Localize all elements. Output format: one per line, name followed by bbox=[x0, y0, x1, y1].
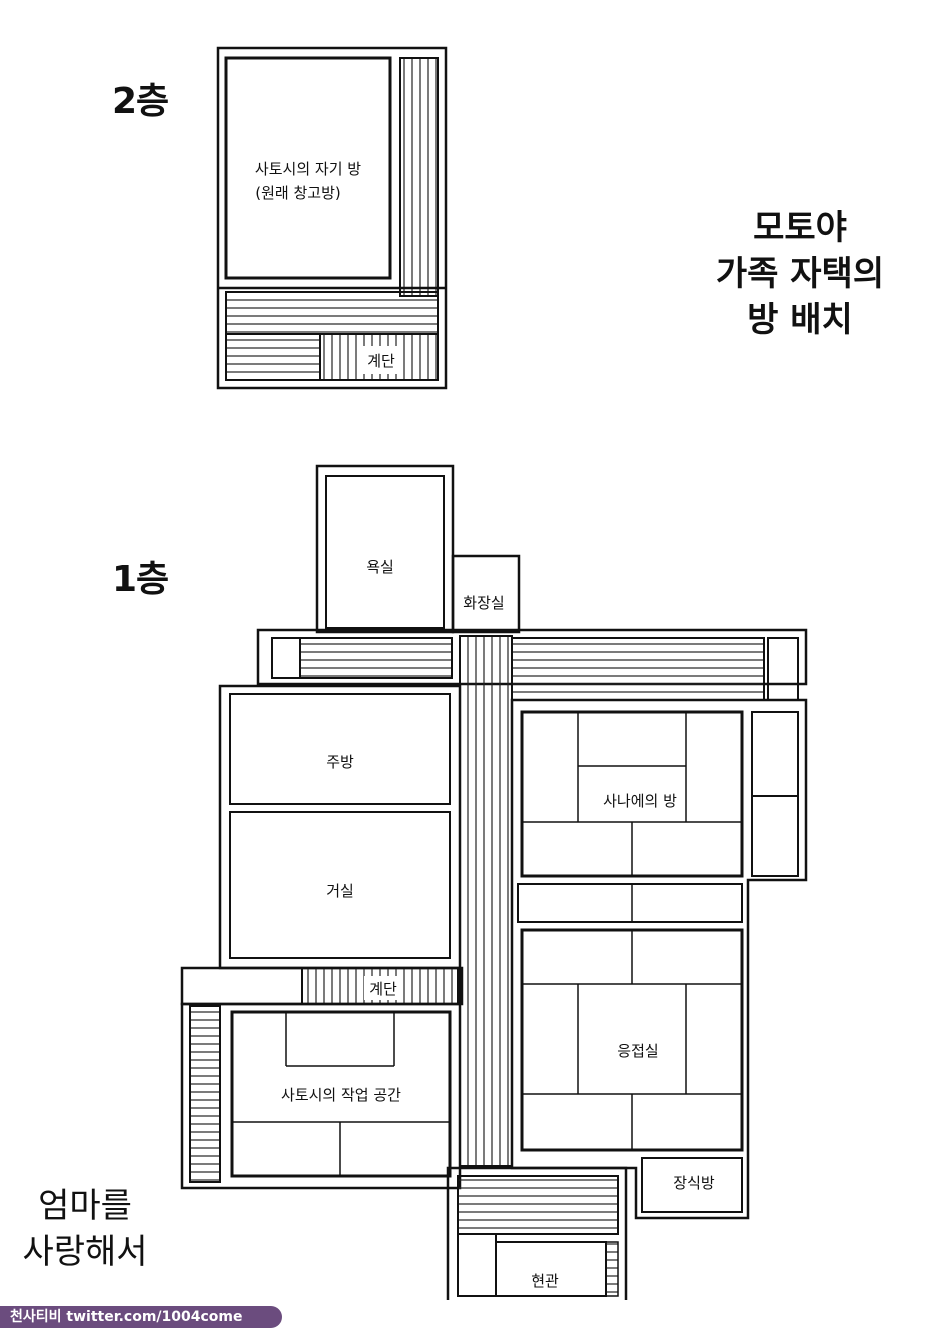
bath bbox=[315, 464, 455, 634]
label-reception: 응접실 bbox=[617, 1042, 658, 1060]
first-floor-plan bbox=[180, 464, 808, 1300]
central-corridor bbox=[459, 635, 513, 1167]
label-satoshi-room: 사토시의 자기 방 bbox=[255, 160, 361, 178]
label-workspace: 사토시의 작업 공간 bbox=[281, 1086, 401, 1104]
caption-line-1: 엄마를 bbox=[38, 1186, 132, 1226]
label-ornament-room: 장식방 bbox=[673, 1174, 715, 1192]
first-floor-label: 1층 bbox=[112, 559, 169, 600]
label-living: 거실 bbox=[326, 882, 354, 900]
label-satoshi-room-note: (원래 창고방) bbox=[255, 184, 340, 202]
label-bath: 욕실 bbox=[366, 558, 394, 576]
ornament-room bbox=[641, 1157, 743, 1213]
floor-plan: 사토시의 자기 방 (원래 창고방) 계단 욕실 화장실 주방 거실 계단 사토… bbox=[180, 46, 808, 1300]
second-floor-label: 2층 bbox=[112, 81, 169, 122]
living bbox=[229, 811, 451, 959]
title-line-3: 방 배치 bbox=[747, 300, 853, 340]
corridor-2f bbox=[399, 57, 439, 297]
satoshi-room bbox=[224, 56, 392, 280]
caption-line-2: 사랑해서 bbox=[22, 1232, 148, 1272]
workspace bbox=[230, 1010, 452, 1178]
credit-watermark: 천사티비 twitter.com/1004come bbox=[0, 1306, 282, 1328]
label-toilet: 화장실 bbox=[463, 594, 504, 612]
toilet bbox=[451, 554, 521, 634]
label-stairs-1f: 계단 bbox=[369, 980, 397, 998]
diagram-title: 모토야 가족 자택의 방 배치 bbox=[700, 205, 900, 343]
side-caption: 엄마를 사랑해서 bbox=[15, 1183, 155, 1275]
title-line-1: 모토야 bbox=[753, 208, 847, 248]
label-stairs-2f: 계단 bbox=[367, 352, 395, 370]
second-floor-plan bbox=[216, 46, 448, 390]
kitchen bbox=[229, 693, 451, 805]
label-entrance: 현관 bbox=[531, 1272, 559, 1290]
label-kitchen: 주방 bbox=[326, 753, 354, 771]
title-line-2: 가족 자택의 bbox=[715, 254, 885, 294]
entrance-block bbox=[446, 1166, 628, 1300]
label-sanae-room: 사나에의 방 bbox=[603, 792, 677, 810]
